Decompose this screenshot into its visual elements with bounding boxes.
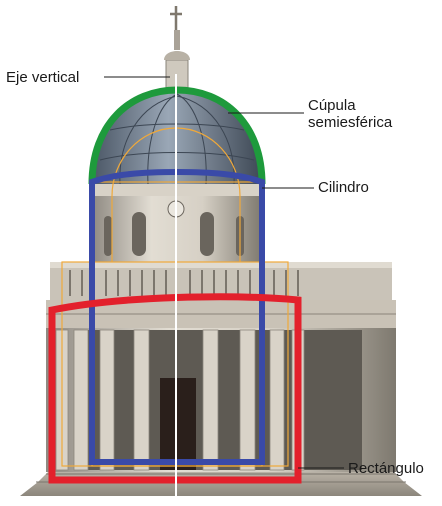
cross — [170, 6, 182, 30]
rectangle-outline — [48, 293, 302, 484]
cylinder-outline — [89, 168, 265, 465]
building-illustration — [20, 6, 422, 496]
label-rectangulo: Rectángulo — [348, 460, 424, 477]
label-cupula-semiesferica: Cúpula semiesférica — [308, 97, 392, 131]
label-cupula-line2: semiesférica — [308, 114, 393, 131]
doorway — [160, 378, 196, 470]
label-cupula-line1: Cúpula — [308, 97, 356, 114]
leader-lines — [104, 76, 344, 469]
label-cilindro: Cilindro — [318, 179, 369, 196]
label-eje-vertical: Eje vertical — [6, 69, 80, 86]
